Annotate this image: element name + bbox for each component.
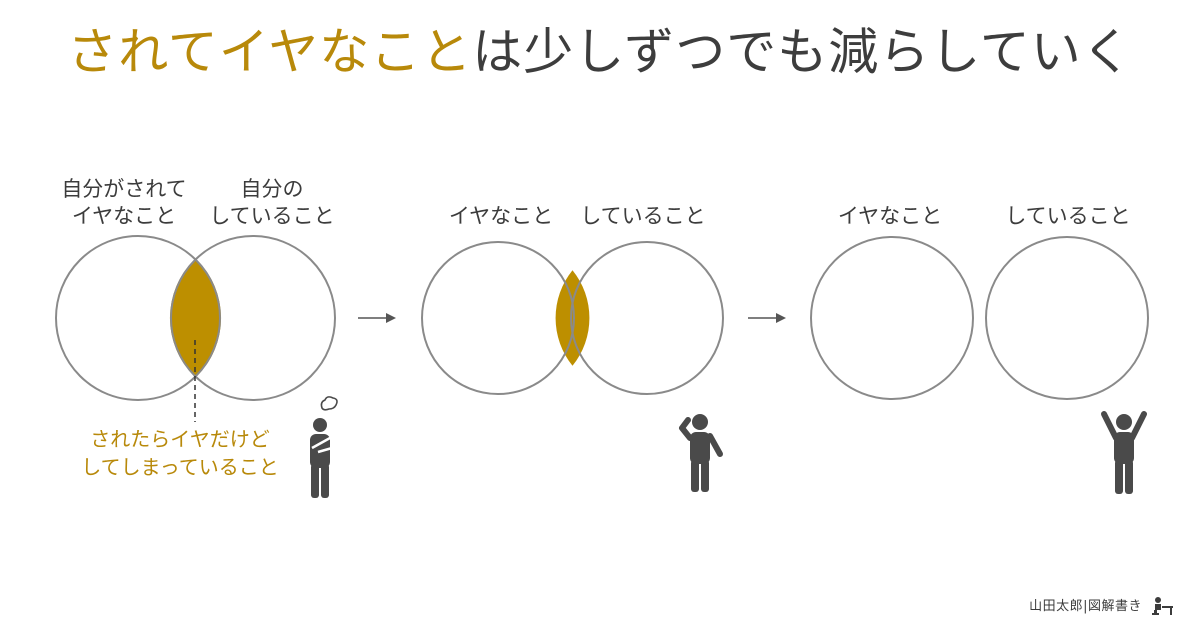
panel-3-left-circle (810, 236, 974, 400)
panel-1: 自分がされて イヤなこと 自分の していること されたらイヤだけど してしまって… (55, 177, 338, 498)
panel-1-left-label-line1: 自分がされて (61, 177, 186, 201)
panel-3-right-label: していること (1005, 204, 1130, 228)
panel-2: イヤなこと していること (421, 204, 724, 492)
title-rest: は少しずつでも減らしていく (472, 23, 1133, 81)
panel-2-right-circle (570, 241, 724, 395)
thinking-person-icon (679, 414, 723, 492)
panel-3: イヤなこと していること (810, 204, 1149, 494)
panel-3-left-label: イヤなこと (838, 204, 942, 228)
desk-person-icon (1152, 597, 1173, 615)
page-title: されてイヤなことは少しずつでも減らしていく (0, 20, 1200, 84)
panel-1-right-label-line1: 自分の (241, 177, 304, 201)
panel-2-left-label: イヤなこと (449, 204, 553, 228)
arrow-right-icon (748, 313, 786, 323)
panel-2-right-label: していること (580, 204, 705, 228)
arrow-right-icon (358, 313, 396, 323)
panel-1-left-label-line2: イヤなこと (72, 204, 176, 228)
panel-3-right-circle (985, 236, 1149, 400)
confused-person-icon (310, 396, 338, 498)
credit-text: 山田太郎|図解書き (1029, 599, 1142, 614)
panel-1-left-circle (55, 235, 221, 401)
overlap-note-line1: されたらイヤだけど (90, 427, 269, 451)
panel-1-overlap-area (169, 258, 222, 378)
panel-2-left-circle (421, 241, 575, 395)
panel-1-right-label-line2: していること (209, 204, 334, 228)
overlap-note-line2: してしまっていること (81, 455, 279, 479)
panel-2-overlap-area (555, 270, 590, 366)
panel-1-right-circle (170, 235, 336, 401)
title-highlight: されてイヤなこと (67, 23, 473, 81)
cheering-person-icon (1101, 411, 1147, 494)
